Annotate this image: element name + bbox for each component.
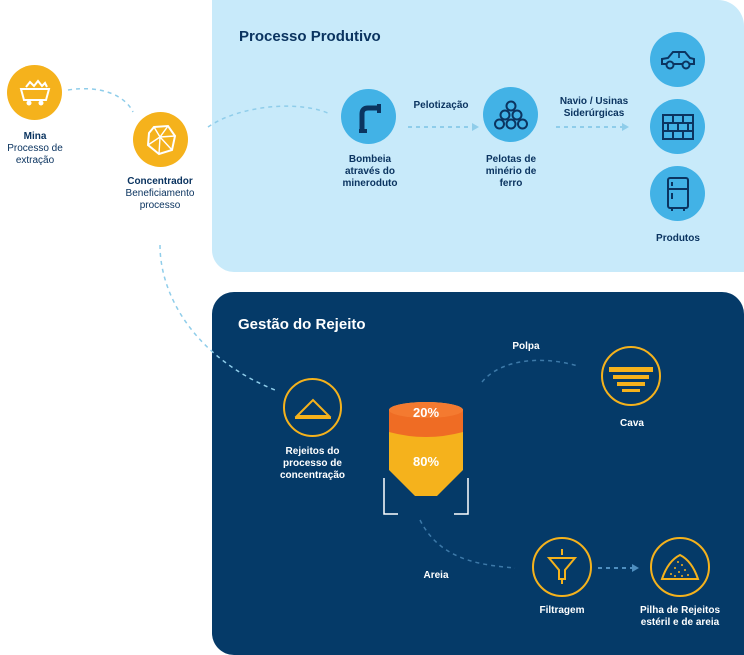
tailings-pile-icon — [660, 553, 700, 580]
car-circle — [650, 32, 705, 87]
brick-circle — [650, 99, 705, 154]
areia-label: Areia — [423, 570, 449, 581]
pipe-icon — [358, 103, 381, 133]
pelotizacao-label: Pelotização — [413, 100, 469, 111]
brick-wall-icon — [661, 113, 694, 140]
gestao-rejeito-panel — [212, 292, 744, 655]
fridge-circle — [650, 166, 705, 221]
polpa-label: Polpa — [512, 341, 540, 352]
gestao-rejeito-title: Gestão do Rejeito — [238, 316, 366, 333]
rejeitos-label: Rejeitos do processo de concentração — [279, 446, 346, 481]
pilha-label: Pilha de Rejeitos estéril e de areia — [639, 605, 721, 628]
bombeia-label: Bombeia através do mineroduto — [342, 154, 398, 189]
navio-label: Navio / Usinas Siderúrgicas — [559, 96, 629, 119]
processo-produtivo-title: Processo Produtivo — [239, 28, 381, 45]
silo-icon — [383, 402, 469, 515]
pellets-icon — [493, 100, 528, 129]
produtos-label: Produtos — [656, 233, 700, 244]
refrigerator-icon — [666, 176, 689, 211]
pit-icon — [609, 367, 653, 392]
funnel-icon — [547, 549, 577, 584]
concentrador-circle — [133, 112, 188, 167]
filtragem-label: Filtragem — [539, 605, 585, 616]
cava-circle — [601, 346, 661, 406]
pelotas-circle — [483, 87, 538, 142]
rejeitos-circle — [283, 378, 342, 437]
bombeia-circle — [341, 89, 396, 144]
concentrador-label: Concentrador Beneficiamento processo — [125, 176, 195, 211]
pelotas-label: Pelotas de minério de ferro — [485, 154, 537, 189]
mine-cart-icon — [19, 78, 50, 105]
pilha-circle — [650, 537, 710, 597]
filtragem-circle — [532, 537, 592, 597]
rock-icon — [146, 124, 176, 155]
silo-bottom-percent: 80% — [412, 454, 440, 469]
silo-top-percent: 20% — [412, 405, 440, 420]
cava-label: Cava — [620, 418, 644, 429]
mina-circle — [7, 65, 62, 120]
mina-label: Mina Processo de extração — [7, 131, 63, 166]
car-icon — [660, 50, 695, 69]
sand-pile-icon — [294, 398, 331, 419]
